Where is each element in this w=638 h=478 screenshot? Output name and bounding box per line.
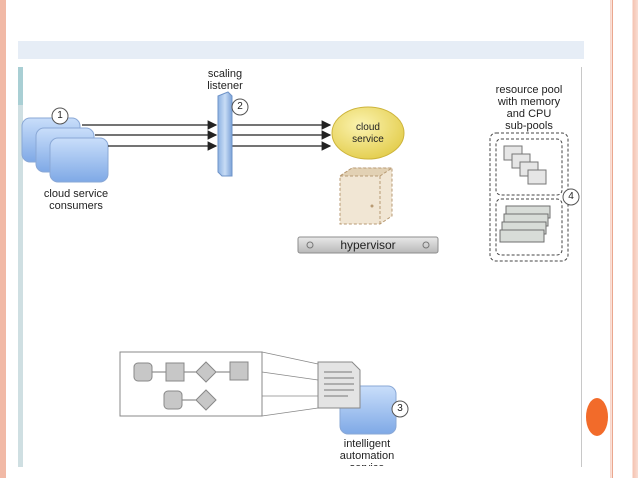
slide-border-left	[0, 0, 6, 478]
hypervisor-bar	[297, 236, 439, 254]
memory-sub-pool	[503, 145, 547, 185]
hypervisor-label: hypervisor	[340, 238, 396, 252]
slide-border-right	[610, 0, 638, 478]
request-arrows	[82, 120, 332, 151]
slide-border-line	[612, 0, 613, 478]
frame-accent	[18, 67, 23, 105]
resource-pool	[489, 132, 569, 262]
callout-markers	[51, 98, 580, 418]
callout-2: 2	[237, 101, 243, 112]
consumers-label: cloud service consumers	[43, 188, 109, 212]
automation-service-label: intelligent automation service	[339, 438, 395, 466]
cloud-service-label: cloud service	[352, 122, 384, 145]
zoom-lines	[261, 351, 319, 417]
callout-3: 3	[397, 403, 403, 414]
scaling-listener-label: scaling listener	[207, 68, 243, 92]
diagram-frame	[18, 67, 582, 467]
cpu-sub-pool	[499, 205, 551, 243]
workflow-panel	[119, 351, 263, 417]
consumer-stack	[21, 117, 109, 183]
cloud-service-node	[331, 106, 405, 160]
document-icon	[317, 361, 361, 409]
resource-pool-label: resource pool with memory and CPU sub-po…	[495, 84, 563, 132]
callout-1: 1	[57, 110, 63, 121]
slide-orange-dot	[586, 398, 608, 436]
virtual-server	[338, 167, 394, 225]
callout-4: 4	[568, 191, 574, 202]
scaling-listener-bar	[217, 91, 233, 177]
header-band	[18, 41, 584, 59]
